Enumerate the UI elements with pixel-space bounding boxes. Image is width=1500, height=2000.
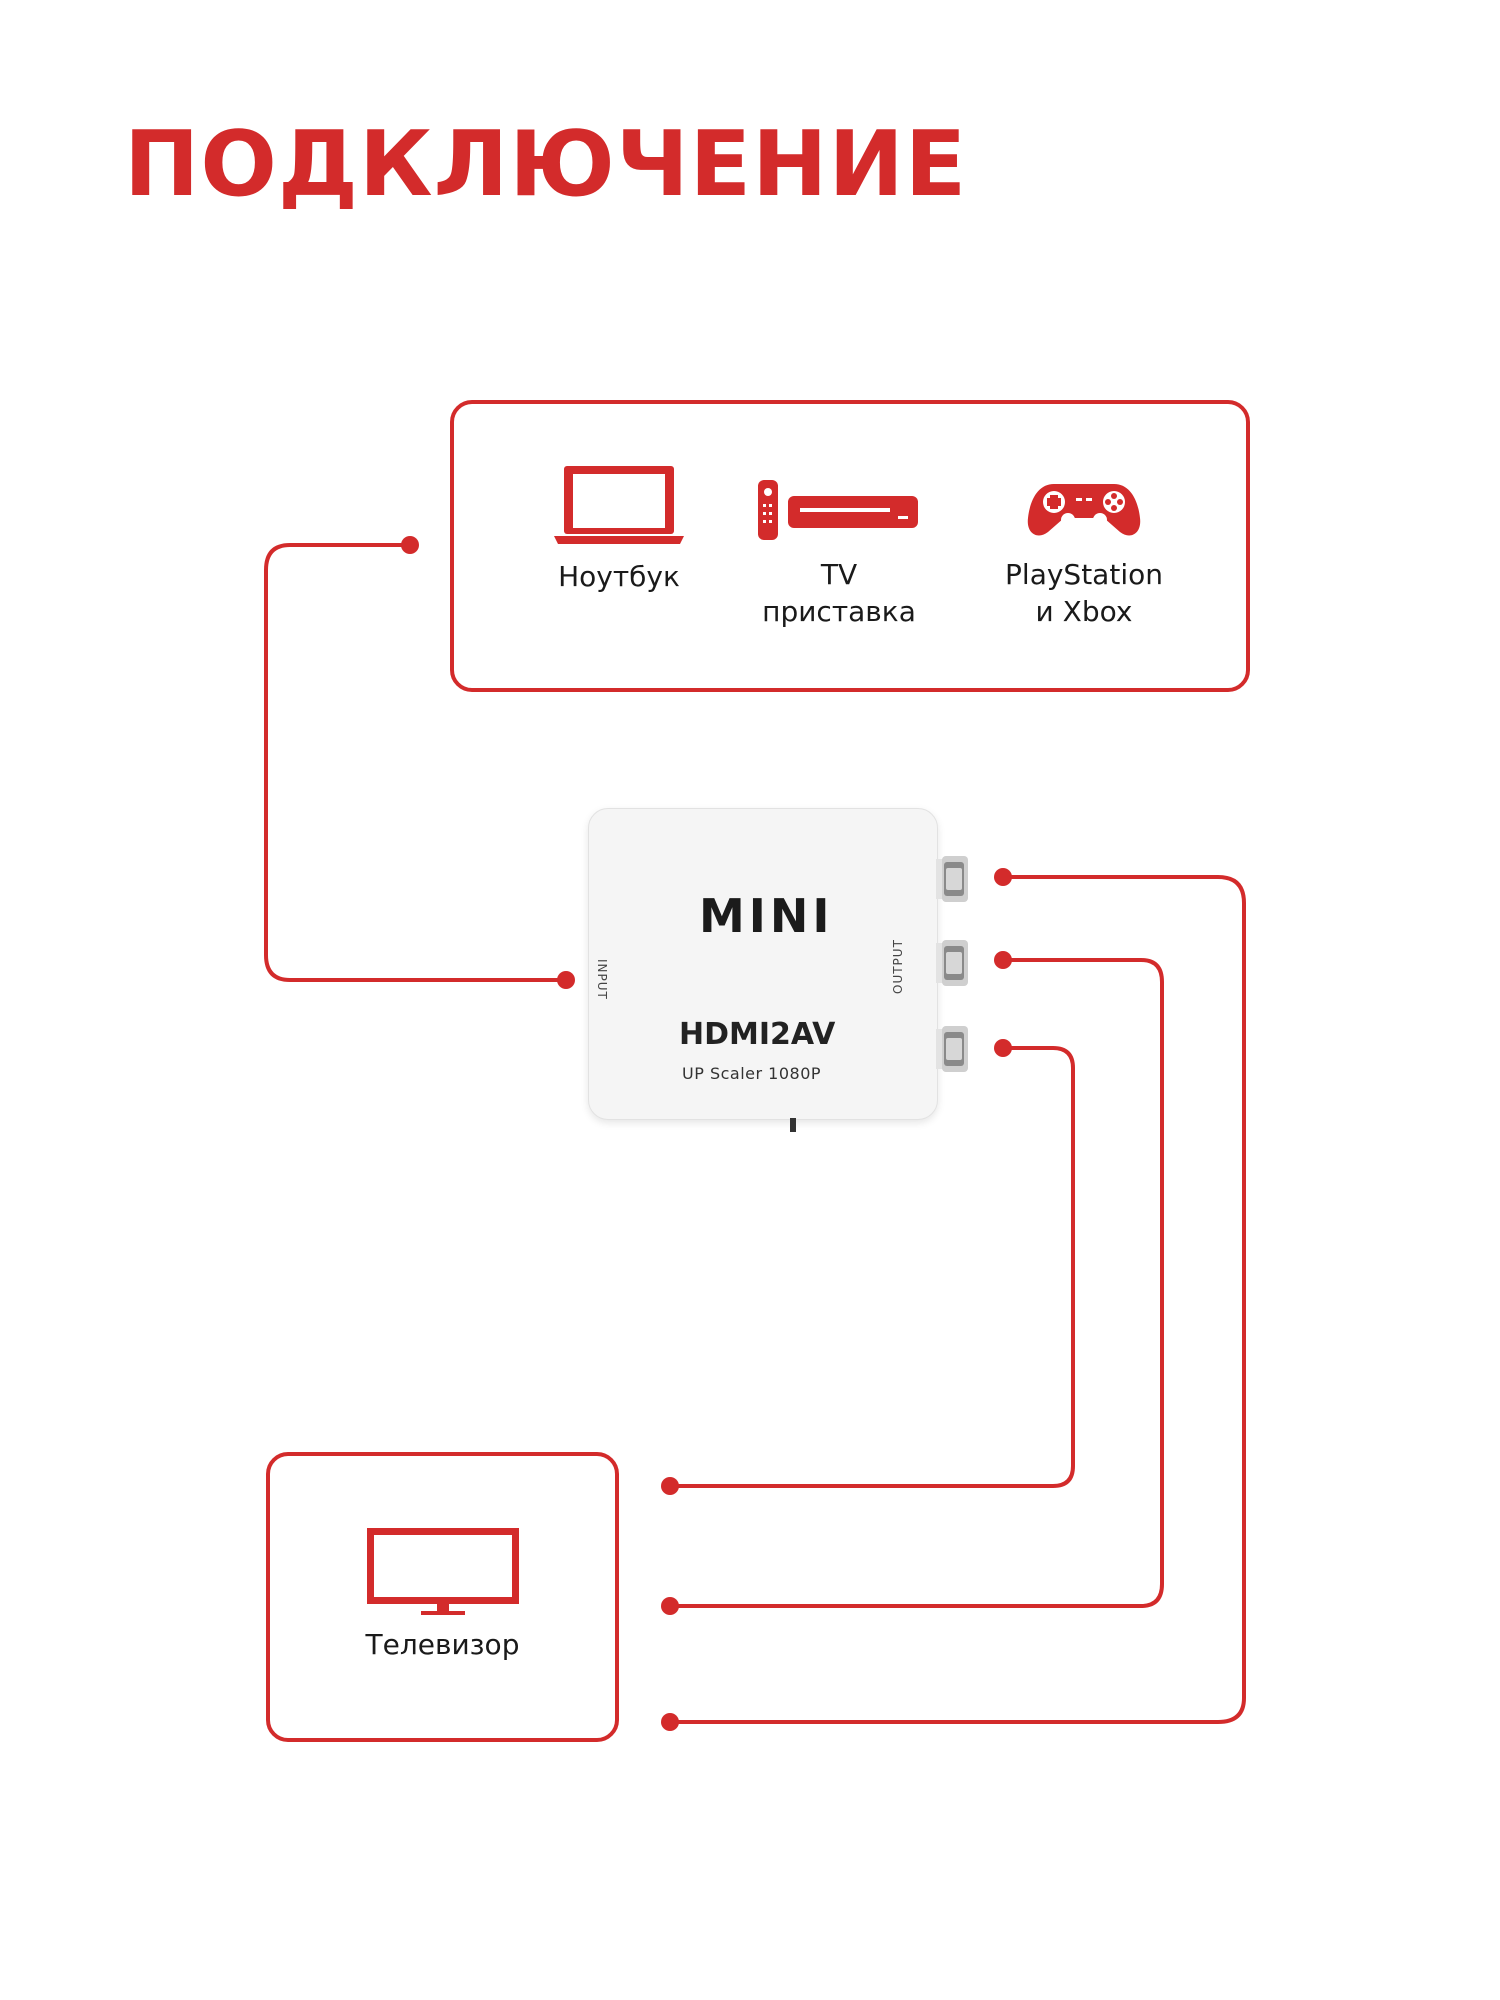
wire-dot xyxy=(994,951,1012,969)
destination-label: Телевизор xyxy=(365,1628,520,1661)
rca-jack-icon xyxy=(936,1026,968,1072)
wire-dot xyxy=(994,868,1012,886)
wire-dot xyxy=(557,971,575,989)
gamepad-icon xyxy=(1027,484,1141,536)
hdmi2av-adapter: MINI INPUT OUTPUT HDMI2AV UP Scaler 1080… xyxy=(588,808,938,1120)
wire-dot xyxy=(401,536,419,554)
adapter-input-label: INPUT xyxy=(595,959,609,1000)
television-icon xyxy=(366,1528,519,1615)
wire-dot xyxy=(994,1039,1012,1057)
wire-output-bottom xyxy=(670,1046,1075,1488)
adapter-brand: MINI xyxy=(699,889,834,943)
source-label: и Xbox xyxy=(1035,595,1133,628)
source-label: TV xyxy=(820,558,858,591)
adapter-model: HDMI2AV xyxy=(679,1017,836,1052)
destination-panel: Телевизор xyxy=(266,1452,619,1742)
source-item-laptop: Ноутбук xyxy=(544,464,694,595)
rca-jack-icon xyxy=(936,856,968,902)
destination-item-tv: Телевизор xyxy=(270,1526,615,1663)
wire-dot xyxy=(661,1477,679,1495)
wire-dot xyxy=(661,1713,679,1731)
wire-output-top xyxy=(670,875,1246,1724)
source-label: PlayStation xyxy=(1005,558,1163,591)
source-devices-panel: Ноутбук TV приставка PlayStation xyxy=(450,400,1250,692)
source-label: приставка xyxy=(762,595,916,628)
source-item-tv-box: TV приставка xyxy=(754,462,924,630)
adapter-scaler: UP Scaler 1080P xyxy=(682,1064,822,1083)
adapter-output-label: OUTPUT xyxy=(891,939,905,994)
wire-input xyxy=(264,543,566,982)
wire-output-middle xyxy=(670,958,1164,1608)
adapter-usb-port xyxy=(790,1118,796,1132)
page-title: ПОДКЛЮЧЕНИЕ xyxy=(124,112,968,217)
source-label: Ноутбук xyxy=(558,560,680,593)
tv-box-icon xyxy=(758,480,918,540)
wire-dot xyxy=(661,1597,679,1615)
rca-jack-icon xyxy=(936,940,968,986)
laptop-icon xyxy=(554,466,684,544)
source-item-gamepad: PlayStation и Xbox xyxy=(984,462,1184,630)
